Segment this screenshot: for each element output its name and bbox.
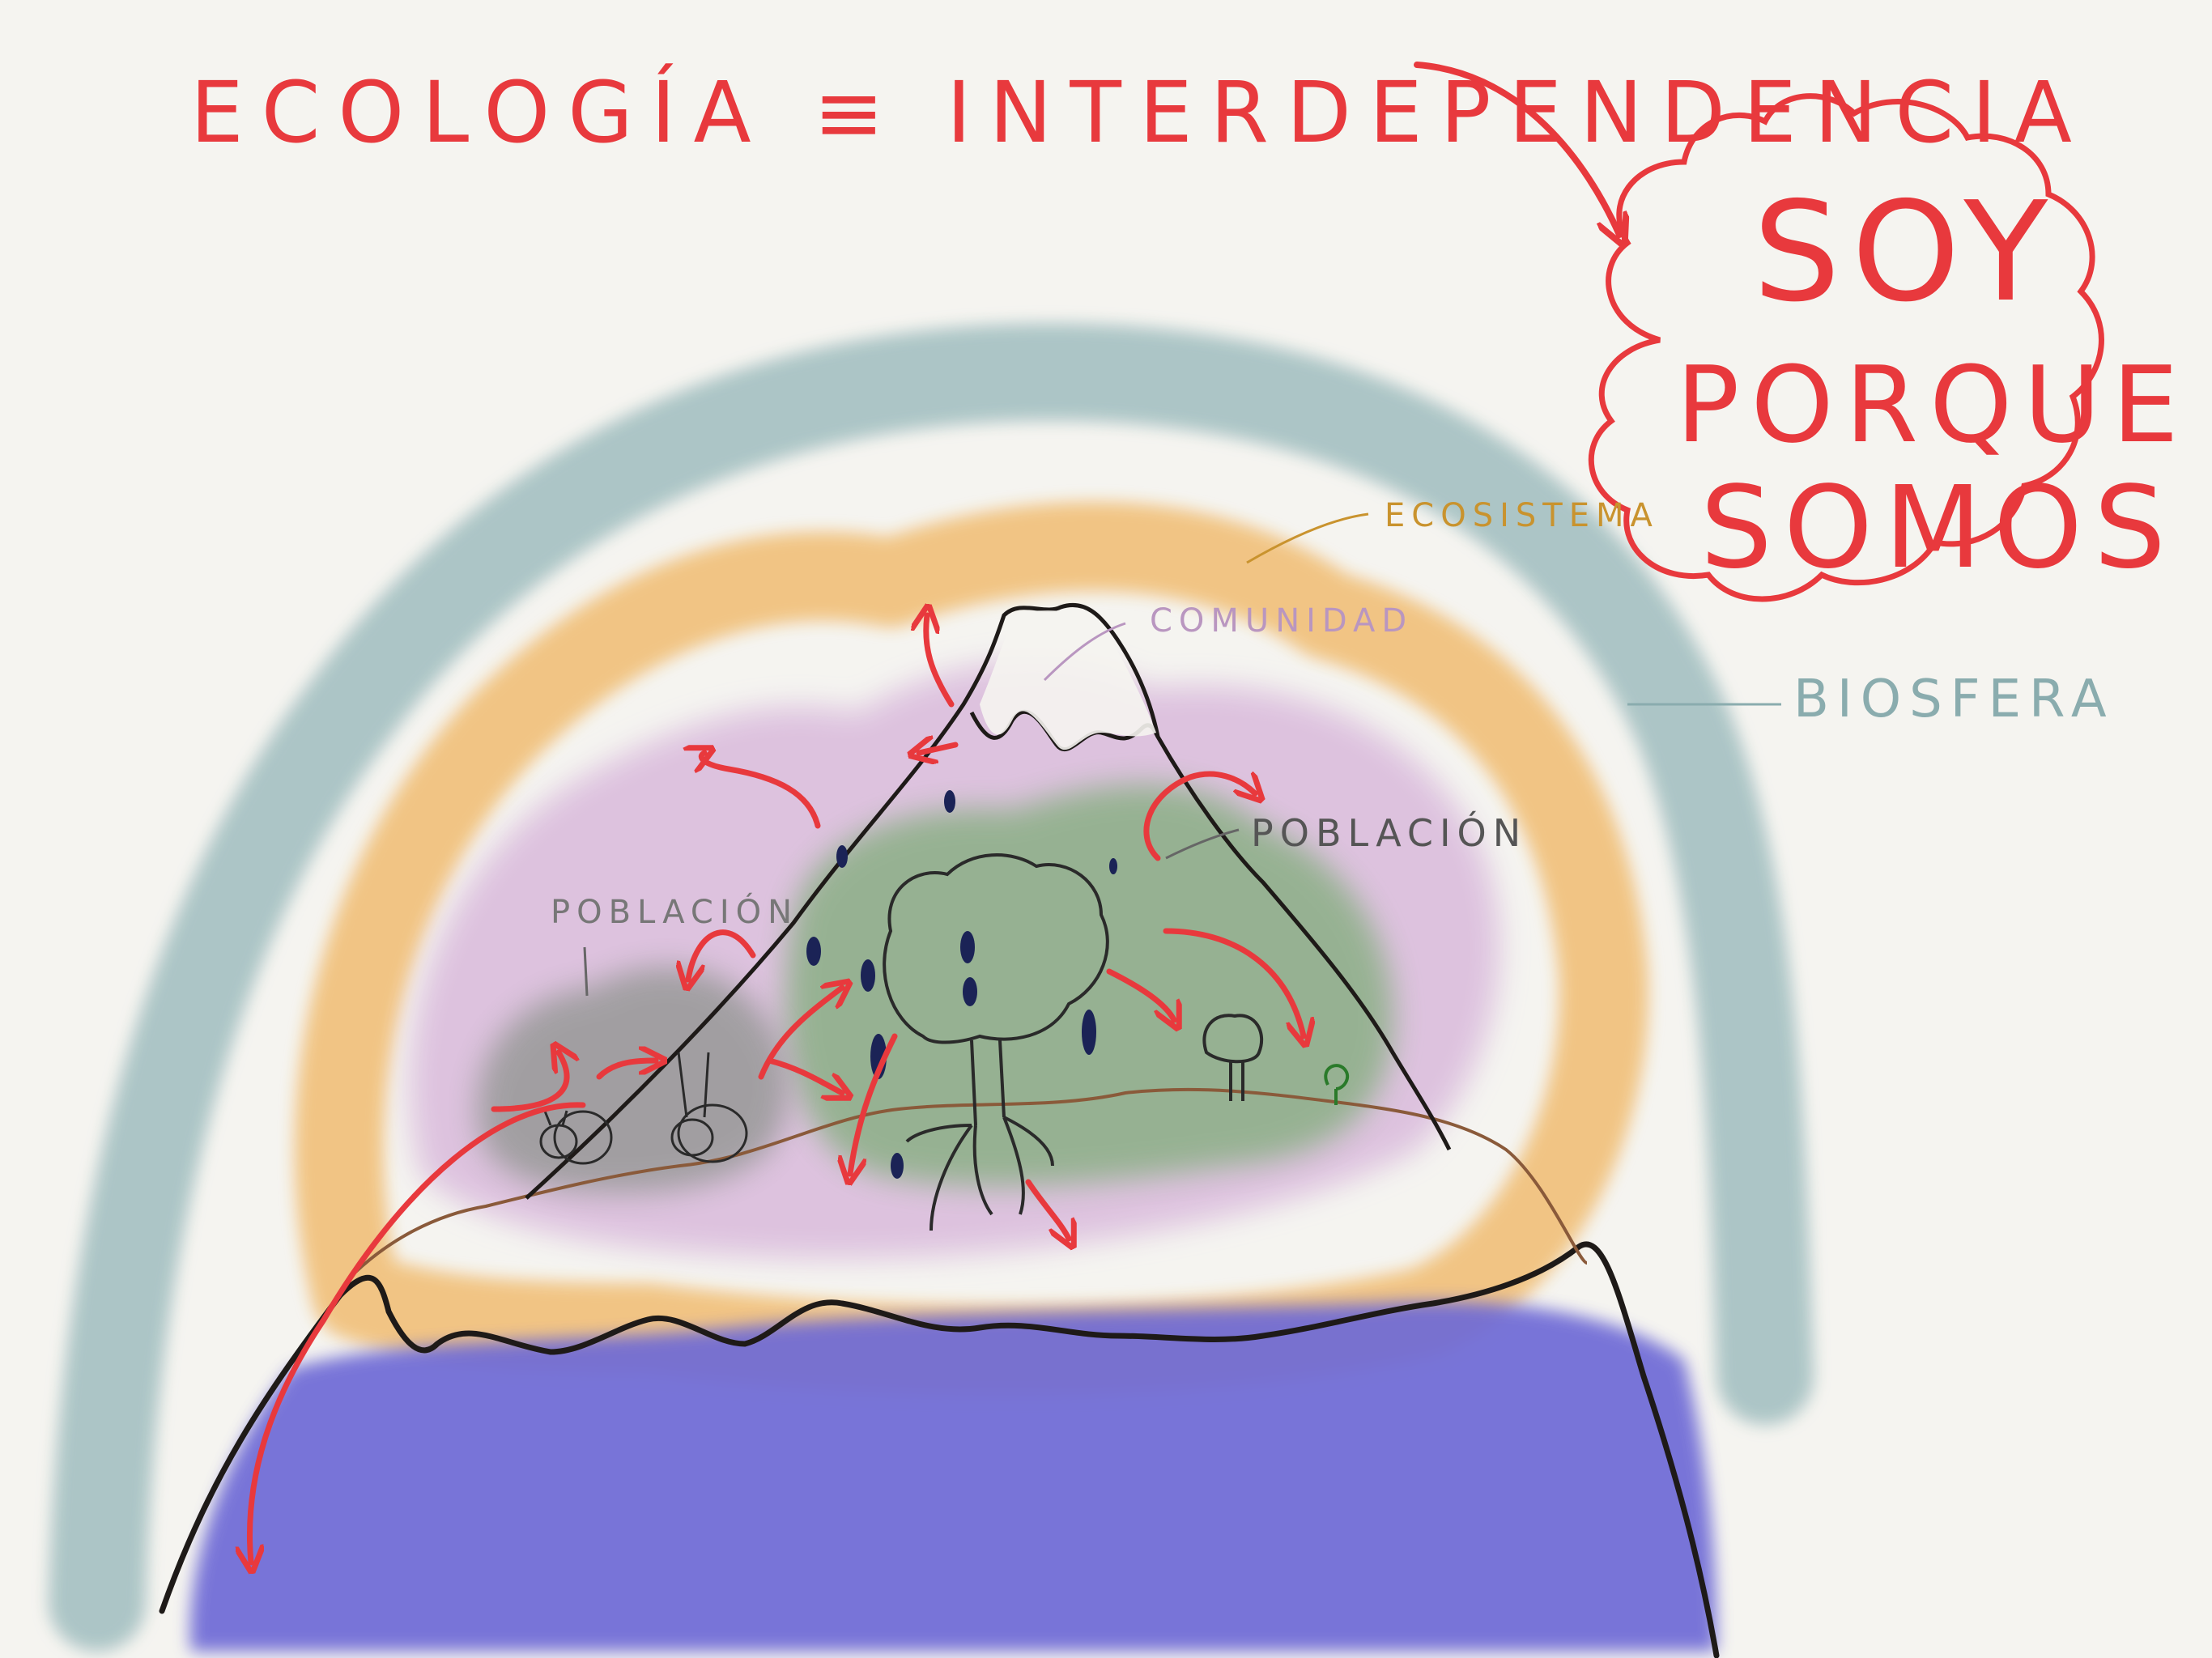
- poblacion-left-leader: [583, 946, 589, 997]
- interaction-arrows: [249, 62, 1619, 1562]
- biosfera-label: BIOSFERA: [1793, 670, 2115, 729]
- poblacion-left-label: POBLACIÓN: [551, 892, 798, 931]
- ground-line: [347, 1087, 1588, 1281]
- sapling: [1324, 1064, 1350, 1105]
- cloud-line-3: SOMOS: [1700, 462, 2177, 594]
- ecosistema-label: ECOSISTEMA: [1385, 497, 1659, 534]
- biosfera-band: [49, 323, 1814, 1652]
- big-tree: [883, 853, 1109, 1231]
- ecosistema-leader: [1246, 512, 1369, 564]
- snow-cap: [980, 610, 1156, 750]
- comunidad-label: COMUNIDAD: [1150, 602, 1413, 640]
- poblacion-right-leader: [1165, 828, 1240, 860]
- poblacion-right-label: POBLACIÓN: [1251, 811, 1527, 855]
- planet-outline: [159, 1241, 1720, 1658]
- ocean-area: [189, 1301, 1716, 1652]
- rain-drops: [806, 790, 1117, 1179]
- cloud-line-1: SOY: [1753, 172, 2059, 333]
- rabbit-left: [539, 1108, 613, 1165]
- small-tree: [1202, 1014, 1264, 1101]
- page-title: ECOLOGÍA ≡ INTERDEPENDENCIA: [190, 63, 2090, 162]
- comunidad-leader: [1043, 622, 1126, 682]
- cloud-line-2: PORQUE: [1676, 343, 2190, 466]
- mountain-outline: [525, 602, 1452, 1200]
- rabbit-right: [670, 1052, 748, 1163]
- thought-cloud: [1588, 93, 2104, 602]
